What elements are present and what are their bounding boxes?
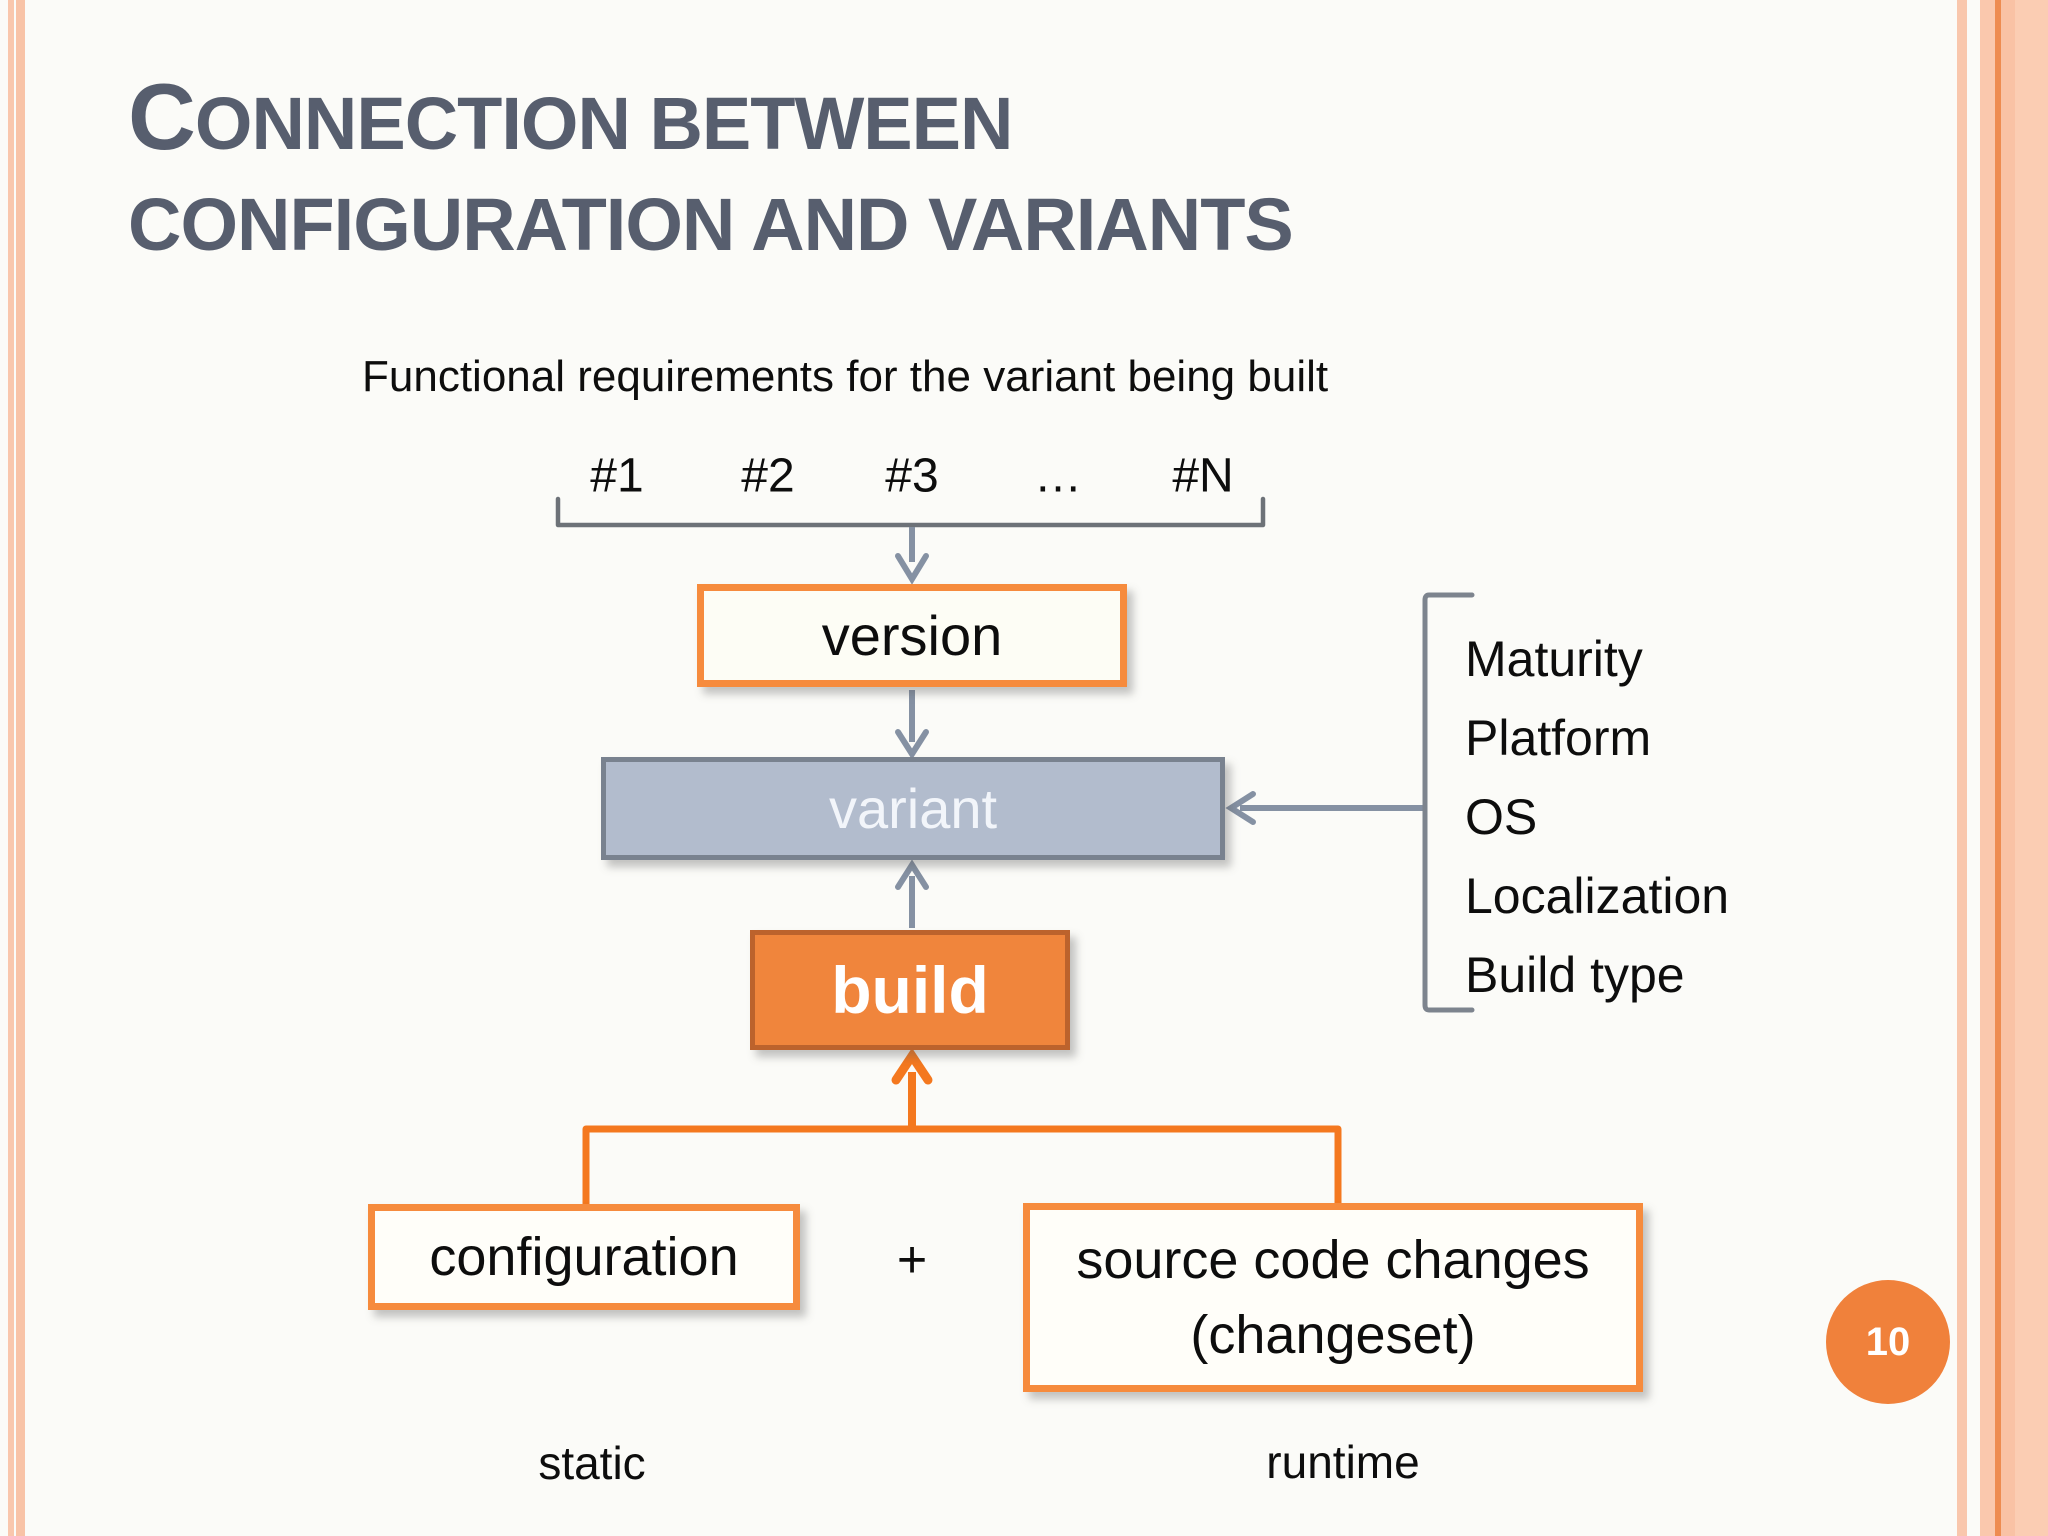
hash-label-n: #N [1172,449,1234,503]
right-border-accent-line [1995,0,2001,1536]
attribute-build-type: Build type [1465,947,1685,1003]
arrow-build-to-variant-head [895,859,929,890]
variant-attribute-list: Maturity Platform OS Localization Build … [1465,620,1729,1015]
attribute-maturity: Maturity [1465,631,1643,687]
left-border-stripe-thick [16,0,25,1536]
right-border-band-inner [2001,0,2015,1536]
arrow-attributes-to-variant-head [1225,791,1256,825]
source-code-changes-box: source code changes (changeset) [1023,1203,1643,1392]
arrow-version-to-variant-head [895,729,929,760]
slide-title-line-2: CONFIGURATION AND VARIANTS [128,183,1294,266]
version-box-label: version [821,604,1003,667]
hash-label-2: #2 [741,449,795,503]
attribute-platform: Platform [1465,710,1652,766]
version-box: version [697,584,1127,687]
hash-label-ellipsis: … [1034,449,1082,503]
variant-box-label: variant [828,777,998,840]
plus-sign: + [896,1231,928,1289]
orange-connector [582,1125,1342,1204]
configuration-box: configuration [368,1204,800,1310]
runtime-label: runtime [1266,1436,1420,1488]
source-box-line1: source code changes [1076,1229,1590,1290]
variant-box: variant [601,757,1225,860]
attribute-localization: Localization [1465,868,1730,924]
right-border-band-outer [2015,0,2048,1536]
build-box: build [750,930,1070,1050]
build-box-label: build [831,953,989,1027]
arrow-connector-to-build-head [891,1047,933,1085]
static-label: static [538,1437,646,1489]
arrow-bracket-to-version-head [895,553,929,585]
slide-title-line-1: CONNECTION BETWEEN [128,64,1013,169]
configuration-box-label: configuration [429,1227,739,1287]
hash-label-3: #3 [885,449,939,503]
hash-label-1: #1 [590,449,644,503]
source-box-line2: (changeset) [1190,1304,1476,1365]
subtitle-functional-requirements: Functional requirements for the variant … [362,352,1329,401]
page-number-badge: 10 [1826,1280,1950,1404]
page-number: 10 [1865,1319,1911,1364]
source-box-label: source code changes (changeset) [1076,1223,1589,1372]
right-border-stripe-thin [1957,0,1967,1536]
left-border-stripe-thin [8,0,14,1536]
attribute-os: OS [1465,789,1538,845]
